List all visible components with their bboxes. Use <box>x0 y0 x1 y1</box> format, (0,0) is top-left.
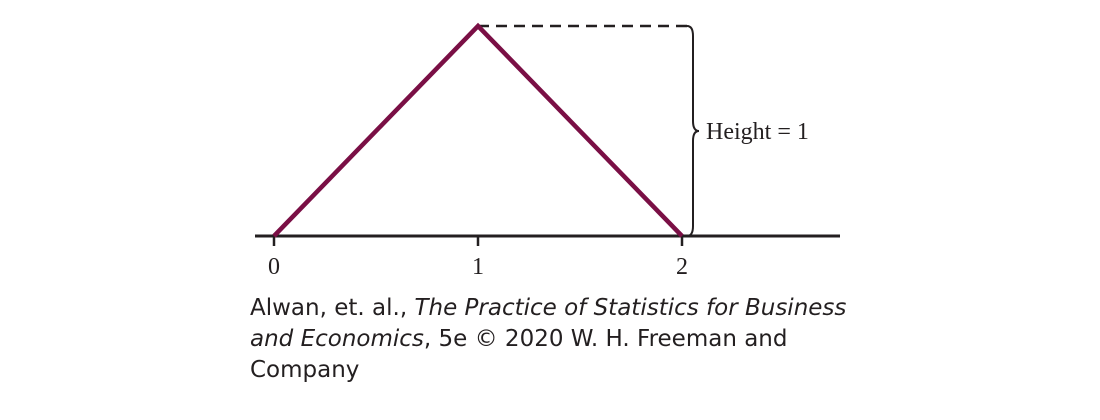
credit-line-2: and Economics, 5e © 2020 W. H. Freeman a… <box>250 324 870 355</box>
height-annotation-label: Height = 1 <box>706 119 809 145</box>
figure-credit: Alwan, et. al., The Practice of Statisti… <box>250 293 870 386</box>
credit-prefix: Alwan, et. al., <box>250 295 415 321</box>
x-tick-label: 1 <box>472 254 484 280</box>
x-tick-label: 0 <box>268 254 280 280</box>
density-line <box>272 22 684 238</box>
credit-suffix: , 5e © 2020 W. H. Freeman and <box>423 326 788 352</box>
x-tick-label: 2 <box>676 254 688 280</box>
credit-title-part1: The Practice of Statistics for Business <box>414 295 847 321</box>
triangular-density-chart: 0 1 2 Height = 1 <box>255 22 840 280</box>
height-brace <box>686 25 700 237</box>
credit-line-3: Company <box>250 357 360 383</box>
credit-line-1: Alwan, et. al., The Practice of Statisti… <box>250 293 870 324</box>
credit-title-part2: and Economics <box>250 326 424 352</box>
